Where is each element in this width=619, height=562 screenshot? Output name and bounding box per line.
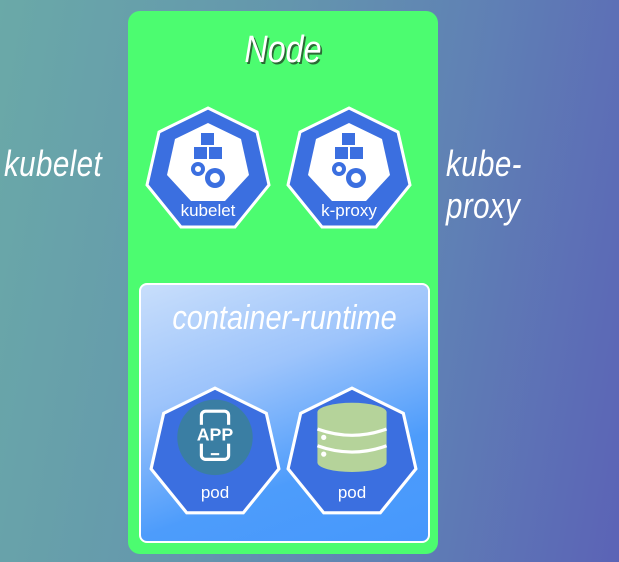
database-pod: pod: [286, 385, 418, 517]
svg-text:APP: APP: [197, 425, 234, 445]
cubes-gears-icon: [332, 133, 366, 188]
kubelet-caption: kubelet: [180, 201, 236, 220]
pod-caption: pod: [337, 483, 367, 502]
node-title: Node: [244, 29, 322, 71]
heptagon-shape: APP: [149, 386, 281, 515]
k-proxy-caption: k-proxy: [321, 201, 377, 220]
database-icon: [316, 402, 388, 472]
app-pod: APP pod: [149, 385, 281, 517]
heptagon-shape: [145, 106, 271, 229]
cubes-gears-icon: [191, 133, 225, 188]
kubelet-component: kubelet: [145, 105, 271, 231]
node-box: Node kubelet k-proxy container-run: [128, 11, 438, 554]
pod-caption: pod: [200, 483, 230, 502]
container-runtime-title: container-runtime: [172, 299, 397, 337]
heptagon-shape: [286, 106, 412, 229]
kube-proxy-side-label: kube-proxy: [446, 143, 522, 226]
heptagon-shape: [286, 386, 418, 515]
kubelet-side-label: kubelet: [4, 143, 103, 184]
k-proxy-component: k-proxy: [286, 105, 412, 231]
container-runtime-box: container-runtime APP pod: [139, 283, 430, 543]
app-phone-icon: APP: [188, 409, 242, 461]
